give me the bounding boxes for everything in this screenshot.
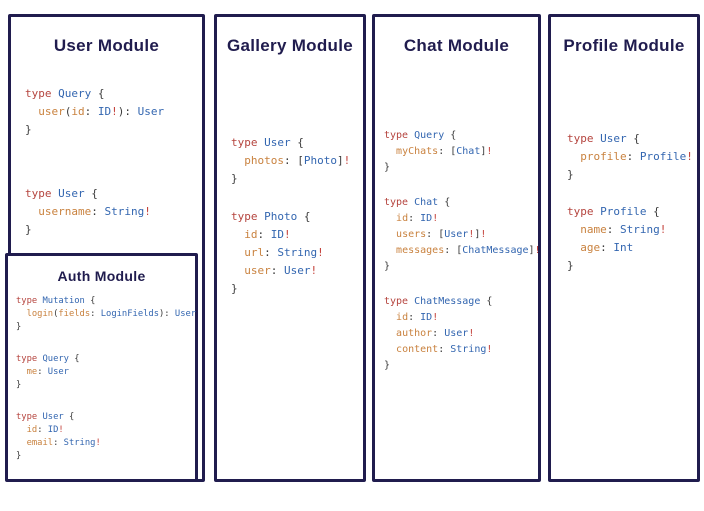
profile-module-title: Profile Module [563, 36, 685, 55]
code-line: } [567, 259, 574, 272]
code-line: name: String! [580, 223, 667, 236]
gallery-module-title: Gallery Module [226, 36, 354, 55]
code-block: type User { photos: [Photo]!} [231, 134, 363, 188]
code-line: type User { [231, 136, 304, 149]
profile-module-code: type User { profile: Profile!}type Profi… [551, 130, 697, 275]
auth-module-panel: Auth Module type Mutation { login(fields… [5, 253, 198, 482]
code-line: id: ID! [244, 228, 291, 241]
gallery-module-panel: Gallery Module type User { photos: [Phot… [214, 14, 366, 482]
code-line: author: User! [396, 328, 475, 339]
code-line: type Chat { [384, 197, 451, 208]
code-line: photos: [Photo]! [244, 154, 351, 167]
code-block: type Query { myChats: [Chat]!} [384, 128, 538, 176]
code-line: } [384, 162, 391, 173]
code-block: type Profile { name: String! age: Int} [567, 203, 697, 275]
code-line: } [16, 322, 22, 332]
user-module-title: User Module [53, 36, 160, 55]
code-line: content: String! [396, 344, 493, 355]
code-line: } [384, 360, 391, 371]
chat-module-code: type Query { myChats: [Chat]!}type Chat … [375, 128, 541, 374]
code-line: age: Int [580, 241, 634, 254]
code-block: type ChatMessage { id: ID! author: User!… [384, 294, 538, 374]
chat-module-title: Chat Module [403, 36, 510, 55]
code-line: } [25, 123, 32, 136]
code-line: type Query { [16, 354, 80, 364]
code-line: } [384, 261, 391, 272]
code-line: type Query { [384, 130, 457, 141]
auth-module-title: Auth Module [57, 268, 146, 284]
code-line: id: ID! [26, 425, 64, 435]
code-line: me: User [26, 367, 69, 377]
code-block: type Query { me: User} [16, 353, 195, 392]
code-line: username: String! [38, 205, 151, 218]
code-line: type Profile { [567, 205, 660, 218]
code-line: login(fields: LoginFields): User [26, 309, 197, 319]
code-block: type Chat { id: ID! users: [User!]! mess… [384, 195, 541, 275]
code-line: users: [User!]! [396, 229, 487, 240]
code-line: user: User! [244, 264, 318, 277]
profile-module-panel: Profile Module type User { profile: Prof… [548, 14, 700, 482]
code-line: type ChatMessage { [384, 296, 493, 307]
auth-module-code: type Mutation { login(fields: LoginField… [8, 295, 197, 463]
code-block: type User { id: ID! email: String!} [16, 411, 195, 463]
code-line: type User { [25, 187, 98, 200]
code-line: url: String! [244, 246, 324, 259]
code-line: } [231, 282, 238, 295]
code-line: user(id: ID!): User [38, 105, 165, 118]
chat-module-panel: Chat Module type Query { myChats: [Chat]… [372, 14, 541, 482]
code-line: } [25, 223, 32, 236]
code-line: messages: [ChatMessage]! [396, 245, 541, 256]
code-line: email: String! [26, 438, 101, 448]
code-line: } [16, 451, 22, 461]
code-line: type User { [16, 412, 75, 422]
code-line: type Mutation { [16, 296, 96, 306]
code-line: id: ID! [396, 213, 439, 224]
code-block: type Mutation { login(fields: LoginField… [16, 295, 197, 334]
code-line: id: ID! [396, 312, 439, 323]
user-module-code: type Query { user(id: ID!): User}type Us… [11, 85, 202, 239]
code-line: type Photo { [231, 210, 311, 223]
code-line: } [16, 380, 22, 390]
code-line: type Query { [25, 87, 105, 100]
gallery-module-code: type User { photos: [Photo]!}type Photo … [217, 134, 363, 298]
code-line: } [231, 172, 238, 185]
code-line: } [567, 168, 574, 181]
code-block: type User { username: String!} [25, 185, 202, 239]
code-line: myChats: [Chat]! [396, 146, 493, 157]
code-block: type Photo { id: ID! url: String! user: … [231, 208, 363, 298]
code-block: type Query { user(id: ID!): User} [25, 85, 202, 139]
code-line: type User { [567, 132, 640, 145]
code-line: profile: Profile! [580, 150, 693, 163]
code-block: type User { profile: Profile!} [567, 130, 697, 184]
